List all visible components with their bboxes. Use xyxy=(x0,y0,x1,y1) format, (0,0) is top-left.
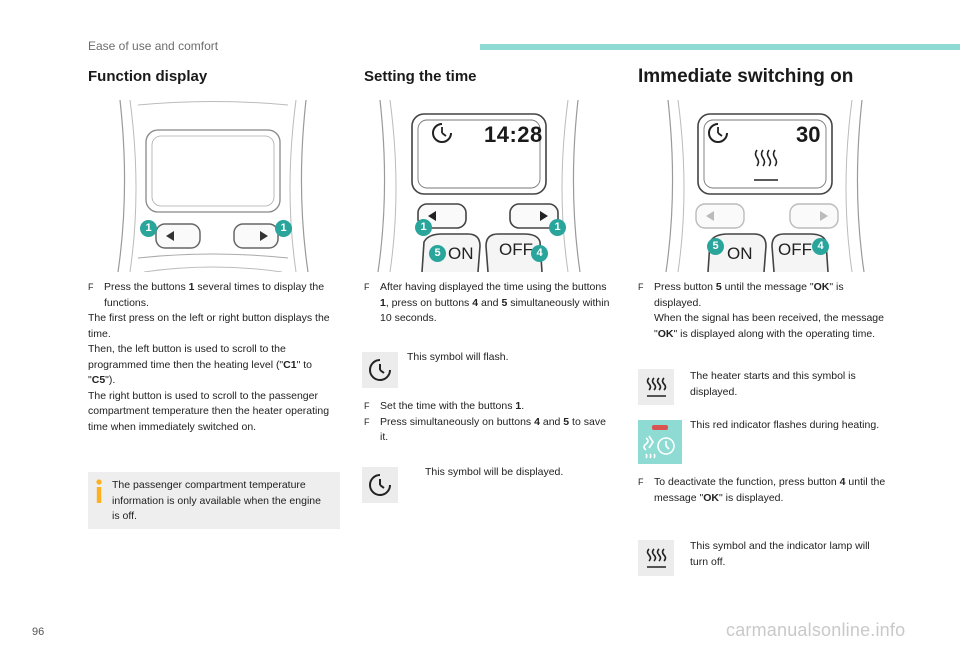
remote-illustration-immediate: 30 ON OFF 5 4 xyxy=(638,100,888,272)
clock-icon xyxy=(708,123,728,143)
on-button-label: ON xyxy=(448,244,474,263)
clock-icon xyxy=(432,123,452,143)
heater-symbol-box xyxy=(638,540,674,576)
on-button-label: ON xyxy=(727,244,753,263)
section-header: Ease of use and comfort xyxy=(88,39,219,53)
setting-time-steps: F Set the time with the buttons 1. F Pre… xyxy=(364,399,616,446)
clock-icon xyxy=(369,359,391,381)
off-button-label: OFF xyxy=(499,240,533,259)
heater-icon xyxy=(754,149,778,181)
bullet-item: F Press the buttons 1 several times to d… xyxy=(88,280,340,311)
indicator-symbol-box xyxy=(638,420,682,464)
callout-1-left: 1 xyxy=(415,219,432,236)
paragraph: The first press on the left or right but… xyxy=(88,312,330,340)
callout-4: 4 xyxy=(812,238,829,255)
page-number: 96 xyxy=(32,626,45,638)
bullet-item: F To deactivate the function, press butt… xyxy=(638,476,886,504)
remote-illustration-time: 14:28 1 1 ON OFF 5 4 xyxy=(364,100,594,272)
header-accent-bar xyxy=(480,44,960,50)
watermark: carmanualsonline.info xyxy=(726,620,906,640)
remote-illustration-function: 1 1 xyxy=(88,100,338,272)
bullet-symbol: F xyxy=(364,282,370,292)
immediate-step2: F To deactivate the function, press butt… xyxy=(638,475,888,506)
bullet-item: F Press button 5 until the message "OK" … xyxy=(638,281,884,340)
display-time: 14:28 xyxy=(484,122,543,147)
paragraph: Then, the left button is used to scroll … xyxy=(88,343,313,386)
callout-1-right: 1 xyxy=(549,219,566,236)
bullet-item: F After having displayed the time using … xyxy=(364,280,616,327)
heater-symbol-box xyxy=(638,369,674,405)
callout-1-right: 1 xyxy=(275,220,292,237)
paragraph: The right button is used to scroll to th… xyxy=(88,389,330,433)
symbol-displayed-text: This symbol will be displayed. xyxy=(425,466,564,478)
info-text: The passenger compartment temperature in… xyxy=(112,479,321,522)
callout-5: 5 xyxy=(707,238,724,255)
clock-symbol-box xyxy=(362,352,398,388)
immediate-switching-title: Immediate switching on xyxy=(638,66,854,87)
indicator-symbol-text: This red indicator flashes during heatin… xyxy=(690,419,880,431)
off-button-label: OFF xyxy=(778,240,812,259)
setting-time-title: Setting the time xyxy=(364,68,477,85)
symbol-flash-text: This symbol will flash. xyxy=(407,351,509,363)
info-icon xyxy=(96,479,102,503)
callout-4: 4 xyxy=(531,245,548,262)
indicator-lamp-icon xyxy=(643,425,675,459)
heater-symbol-text: The heater starts and this symbol is dis… xyxy=(690,370,856,398)
function-display-title: Function display xyxy=(88,68,208,85)
heater-off-text: This symbol and the indicator lamp will … xyxy=(690,540,870,568)
function-display-text: F Press the buttons 1 several times to d… xyxy=(88,280,340,435)
clock-symbol-box xyxy=(362,467,398,503)
setting-time-step1: F After having displayed the time using … xyxy=(364,280,616,327)
callout-1-left: 1 xyxy=(140,220,157,237)
bullet-item: F Press simultaneously on buttons 4 and … xyxy=(364,415,606,444)
callout-5: 5 xyxy=(429,245,446,262)
bullet-item: F Set the time with the buttons 1. xyxy=(364,400,525,412)
heater-icon xyxy=(646,548,667,568)
info-note: The passenger compartment temperature in… xyxy=(88,472,340,529)
immediate-step1: F Press button 5 until the message "OK" … xyxy=(638,280,888,342)
clock-icon xyxy=(369,474,391,496)
bullet-symbol: F xyxy=(88,282,94,292)
heater-icon xyxy=(646,377,667,397)
display-value: 30 xyxy=(796,122,821,147)
